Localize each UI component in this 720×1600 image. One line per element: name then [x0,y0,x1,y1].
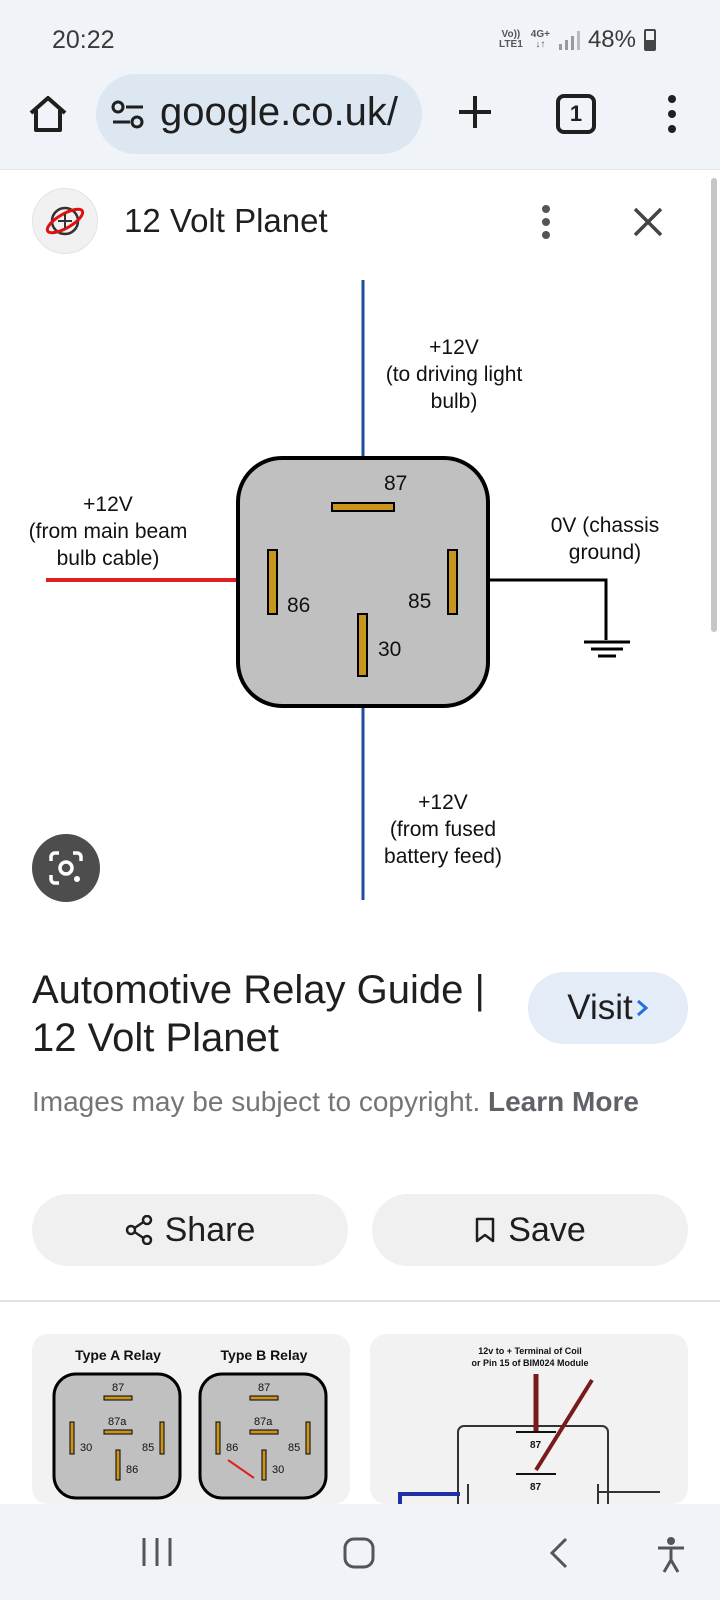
svg-text:86: 86 [226,1442,238,1454]
site-name[interactable]: 12 Volt Planet [124,202,328,239]
pin-86-label: 86 [287,594,310,617]
pin-86 [267,549,278,615]
network-type-indicator: 4G+ ↓↑ [530,29,550,50]
top-voltage-label: +12V [429,336,479,359]
url-text: google.co.uk/ [160,90,398,134]
svg-text:85: 85 [142,1442,154,1454]
chevron-right-icon [636,999,649,1017]
battery-icon [644,29,656,51]
related-image-thumbnail[interactable]: Type A Relay Type B Relay 87 87a 30 85 8… [32,1334,350,1504]
tab-switcher-button[interactable]: 1 [556,94,596,134]
svg-text:87: 87 [112,1382,124,1394]
bottom-voltage-label: +12V [418,791,468,814]
pin-87-label: 87 [384,472,407,495]
svg-text:86: 86 [126,1464,138,1476]
section-divider [0,1300,720,1302]
scrollbar[interactable] [711,178,717,632]
top-desc-line2: bulb) [431,390,478,413]
svg-text:Type B Relay: Type B Relay [221,1347,308,1363]
google-lens-icon [49,851,83,885]
browser-toolbar: google.co.uk/ 1 [0,72,720,170]
svg-text:30: 30 [80,1442,92,1454]
planet-logo-icon [45,206,85,236]
learn-more-link[interactable]: Learn More [488,1086,639,1117]
top-desc-line1: (to driving light [386,363,523,386]
right-desc-line1: 0V (chassis [551,514,660,537]
close-icon[interactable] [632,206,664,238]
back-icon[interactable] [548,1536,570,1570]
svg-text:Type A Relay: Type A Relay [75,1347,161,1363]
share-button[interactable]: Share [32,1194,348,1266]
lens-search-button[interactable] [32,834,100,902]
image-viewer-header: 12 Volt Planet [0,172,708,272]
share-icon [125,1215,152,1245]
svg-text:87a: 87a [108,1416,127,1428]
relay-body [236,456,490,708]
pin-30-label: 30 [378,638,401,661]
site-logo [32,188,98,254]
bookmark-icon [476,1217,495,1243]
left-voltage-label: +12V [83,493,133,516]
system-navigation-bar [0,1504,720,1600]
pin-85 [447,549,458,615]
svg-text:87a: 87a [254,1416,273,1428]
ground-symbol-icon [584,640,630,658]
relay-wiring-diagram-image[interactable]: 87 86 85 30 +12V (to driving light bulb)… [0,272,708,920]
more-options-icon[interactable] [540,204,552,240]
home-nav-icon[interactable] [342,1536,376,1570]
wire-85 [456,578,608,640]
bottom-desc-line2: battery feed) [384,845,502,868]
svg-text:87: 87 [530,1440,542,1451]
left-desc-line1: (from main beam [29,520,188,543]
status-icons: Vo)) LTE1 4G+ ↓↑ 48% [499,26,656,54]
svg-text:87: 87 [258,1382,270,1394]
save-button[interactable]: Save [372,1194,688,1266]
svg-text:87: 87 [530,1482,542,1493]
browser-menu-icon[interactable] [666,94,678,134]
recent-apps-icon[interactable] [140,1536,174,1568]
visit-button[interactable]: Visit [528,972,688,1044]
left-desc-line2: bulb cable) [57,547,160,570]
accessibility-icon[interactable] [656,1536,686,1574]
svg-text:12v to + Terminal of Coil: 12v to + Terminal of Coil [478,1346,582,1356]
bottom-desc-line1: (from fused [390,818,496,841]
result-title[interactable]: Automotive Relay Guide | 12 Volt Planet [32,968,485,1060]
pin-87 [331,502,395,512]
svg-text:30: 30 [272,1464,284,1476]
signal-icon [558,31,580,50]
battery-percent: 48% [587,26,636,53]
related-image-thumbnail[interactable]: 12v to + Terminal of Coil or Pin 15 of B… [370,1334,688,1504]
svg-text:or Pin 15 of BIM024 Module: or Pin 15 of BIM024 Module [471,1358,588,1368]
pin-85-label: 85 [408,590,431,613]
status-bar: 20:22 Vo)) LTE1 4G+ ↓↑ 48% [0,0,720,80]
new-tab-icon[interactable] [455,92,495,132]
volte-indicator: Vo)) LTE1 [499,29,523,50]
right-desc-line2: ground) [569,541,641,564]
site-settings-icon[interactable] [110,100,146,130]
status-time: 20:22 [52,26,115,54]
svg-text:85: 85 [288,1442,300,1454]
pin-30 [357,613,368,677]
home-icon[interactable] [26,92,70,136]
address-bar[interactable]: google.co.uk/ [96,74,422,154]
copyright-notice: Images may be subject to copyright. Lear… [32,1086,639,1117]
